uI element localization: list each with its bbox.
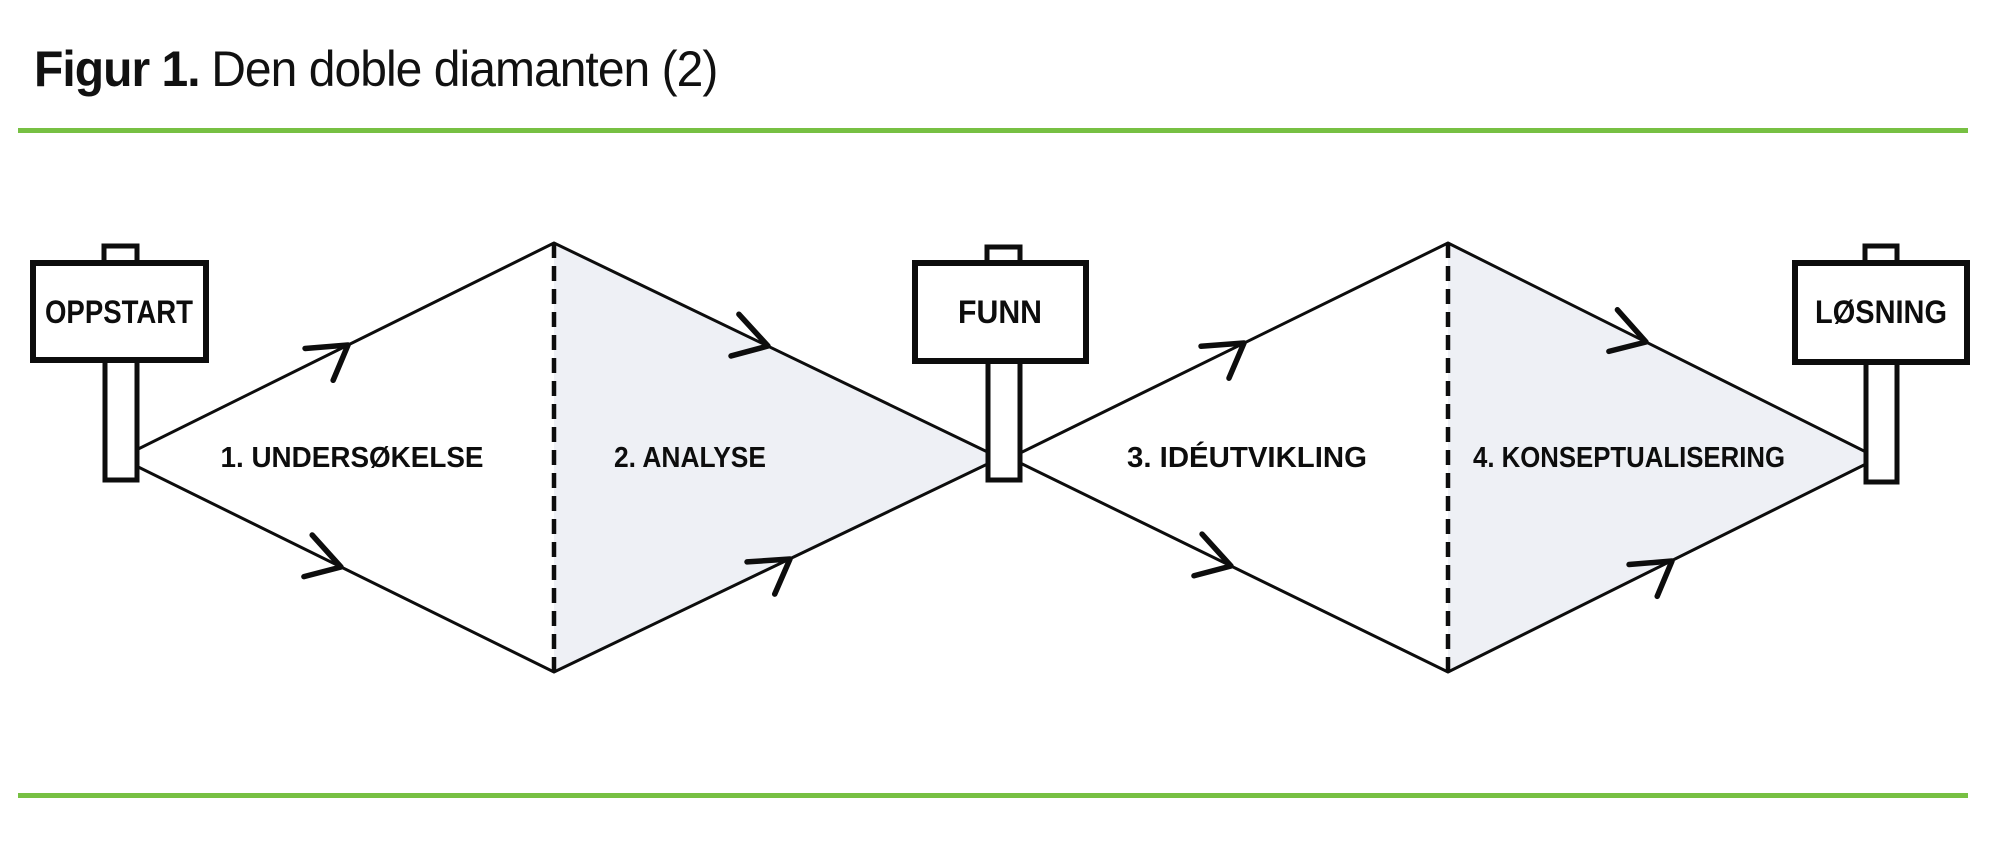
top-divider-rule [18, 128, 1968, 133]
arrow-icon [1198, 340, 1247, 381]
arrow-icon [728, 311, 771, 359]
arrow-icon [744, 556, 793, 597]
figure-title-text: Den doble diamanten (2) [211, 41, 718, 97]
arrow-icon [301, 532, 344, 580]
bottom-divider-rule [18, 793, 1968, 798]
signpost-funn-label: FUNN [958, 294, 1042, 330]
diamond2-konseptualisering-fill [1448, 243, 1878, 672]
phase-label-ideutvikling: 3. IDÉUTVIKLING [1127, 440, 1367, 474]
phase-label-konseptualisering: 4. KONSEPTUALISERING [1473, 442, 1785, 474]
arrow-icon [1191, 531, 1234, 579]
arrow-icon [1626, 558, 1675, 600]
signpost-oppstart: OPPSTART [30, 243, 209, 483]
arrow-icon [302, 342, 351, 384]
signpost-losning-label: LØSNING [1815, 294, 1947, 330]
figure-title: Figur 1.Den doble diamanten (2) [34, 41, 718, 97]
signpost-losning-board [1792, 260, 1970, 365]
signpost-oppstart-label: OPPSTART [45, 294, 193, 330]
signpost-oppstart-board [30, 260, 209, 363]
phase-label-analyse: 2. ANALYSE [614, 442, 766, 474]
diamond1-analyse-fill [554, 243, 1000, 672]
arrow-icon [1606, 307, 1649, 355]
figure-title-prefix: Figur 1. [34, 41, 201, 97]
signpost-funn-board [912, 260, 1089, 364]
signpost-funn: FUNN [912, 244, 1089, 483]
signpost-losning: LØSNING [1792, 243, 1970, 485]
phase-label-undersokelse: 1. UNDERSØKELSE [221, 442, 484, 474]
